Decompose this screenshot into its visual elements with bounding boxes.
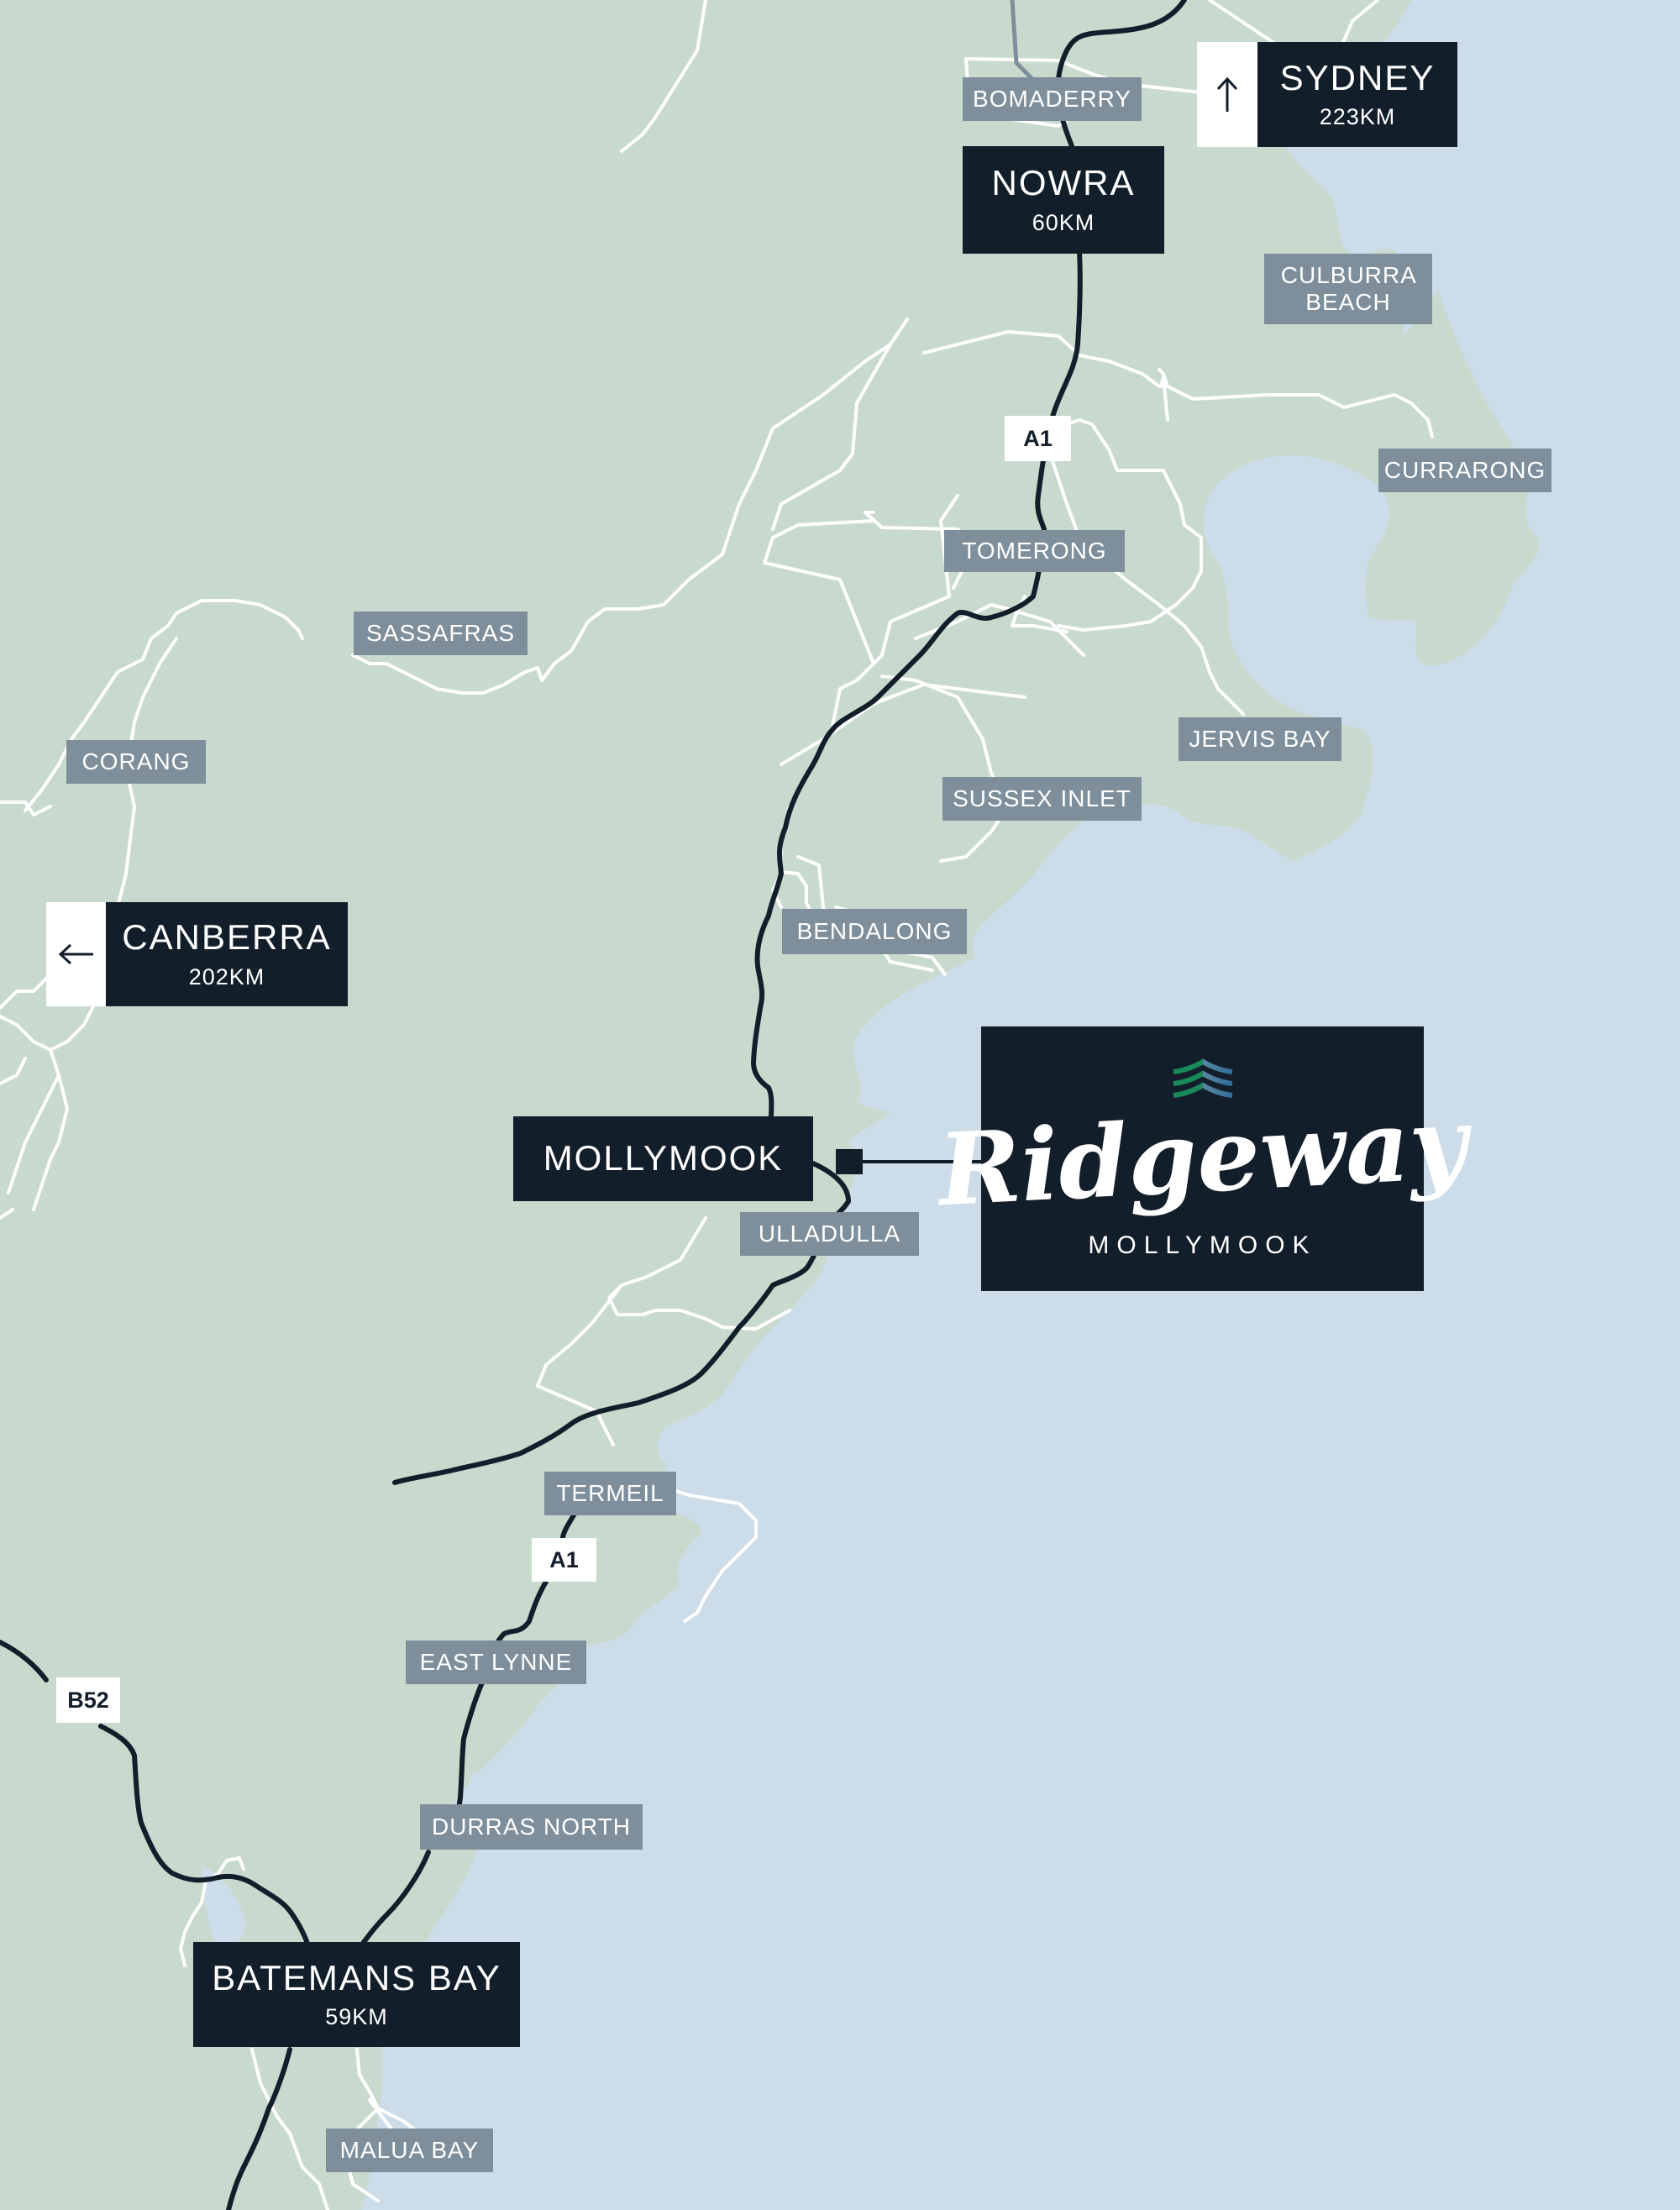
destination-sign-canberra: CANBERRA 202KM [106, 902, 348, 1006]
destination-name: BATEMANS BAY [212, 1957, 501, 1997]
town-label-malua-bay: MALUA BAY [326, 2129, 493, 2172]
destination-sign-mollymook: MOLLYMOOK [513, 1116, 813, 1201]
arrow-up-icon [1197, 42, 1257, 147]
arrow-left-icon [46, 902, 106, 1006]
town-label-sussex-inlet: SUSSEX INLET [942, 777, 1142, 821]
town-label-ulladulla: ULLADULLA [740, 1212, 919, 1256]
town-label-bomaderry: BOMADERRY [963, 77, 1142, 121]
town-label-currarong: CURRARONG [1378, 449, 1551, 492]
town-label-east-lynne: EAST LYNNE [406, 1640, 586, 1684]
destination-distance: 202KM [188, 963, 265, 990]
location-marker [836, 1149, 863, 1174]
town-label-corang: CORANG [66, 740, 206, 784]
town-label-jervis-bay: JERVIS BAY [1179, 717, 1341, 761]
brand-location: MOLLYMOOK [1088, 1231, 1317, 1259]
town-label-bendalong: BENDALONG [782, 909, 967, 954]
bomaderry-road [1010, 0, 1039, 86]
town-label-durras-north: DURRAS NORTH [420, 1804, 643, 1850]
destination-name: NOWRA [991, 163, 1136, 203]
brand-name: Ridgeway [935, 1084, 1470, 1228]
inlet-batemans [202, 1865, 246, 1957]
road-shield-b52: B52 [56, 1677, 120, 1723]
wave-chevron-icon [1173, 1058, 1232, 1098]
town-label-culburra-beach: CULBURRA BEACH [1264, 254, 1432, 324]
destination-sign-sydney: SYDNEY 223KM [1257, 42, 1457, 147]
destination-distance: 60KM [1032, 209, 1095, 235]
destination-distance: 59KM [325, 2004, 388, 2030]
destination-distance: 223KM [1319, 104, 1396, 130]
destination-name: CANBERRA [122, 917, 332, 958]
destination-sign-nowra: NOWRA 60KM [963, 146, 1164, 254]
road-shield-a1-south: A1 [532, 1538, 596, 1582]
town-label-sassafras: SASSAFRAS [354, 612, 528, 655]
destination-name: SYDNEY [1279, 57, 1436, 97]
destination-name: MOLLYMOOK [543, 1138, 784, 1178]
road-shield-a1-north: A1 [1005, 416, 1071, 461]
ridgeway-brand-logo: Ridgeway MOLLYMOOK [935, 1026, 1469, 1291]
town-label-termeil: TERMEIL [544, 1472, 676, 1515]
destination-sign-batemans-bay: BATEMANS BAY 59KM [193, 1942, 520, 2047]
town-label-tomerong: TOMERONG [944, 530, 1125, 572]
